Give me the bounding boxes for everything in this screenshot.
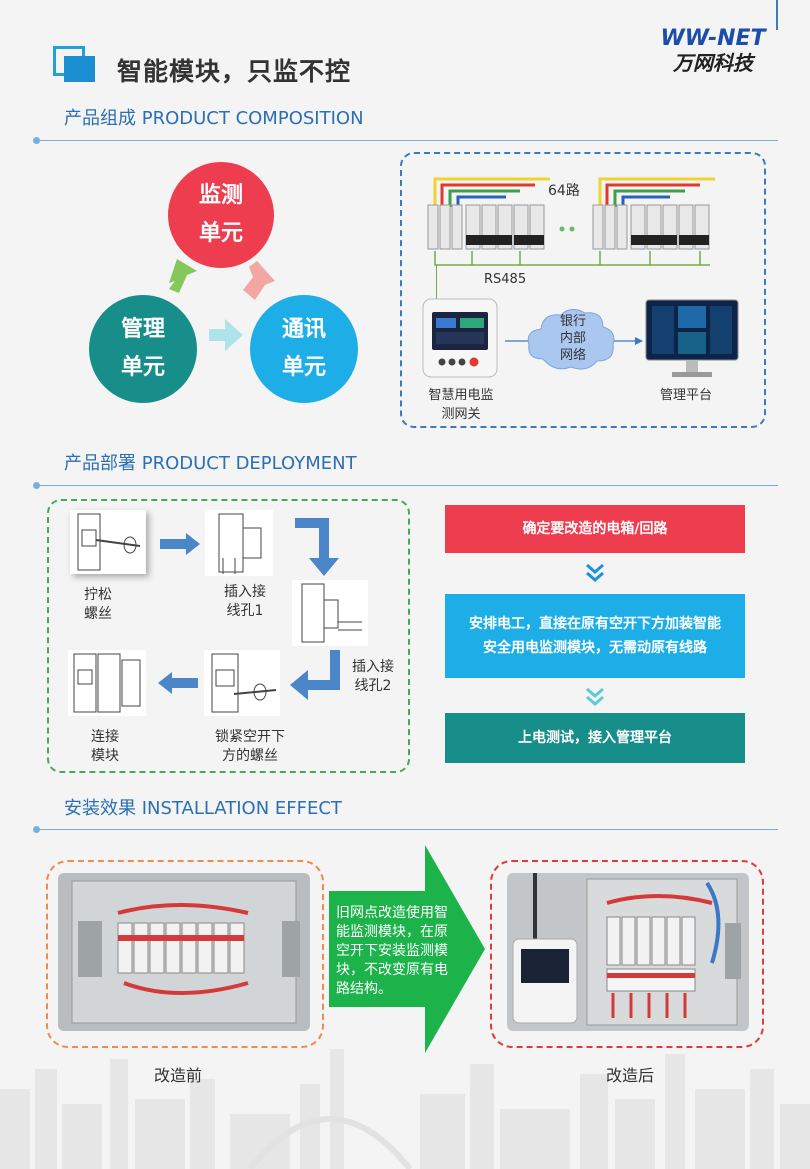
flow-step-2-line2: 安全用电监测模块，无需动原有线路 <box>483 640 707 656</box>
corner-line <box>776 0 778 30</box>
arrow-to-comm-icon <box>243 261 275 300</box>
manage-unit-line2: 单元 <box>120 355 165 380</box>
flow-step-1: 确定要改造的电箱/回路 <box>445 505 745 553</box>
step-tighten-line2: 方的螺丝 <box>222 748 278 764</box>
step-loosen-label: 拧松 螺丝 <box>84 586 112 624</box>
step-insert2-image <box>292 580 368 646</box>
step-insert2-label: 插入接 线孔2 <box>352 658 394 696</box>
arrow-text-line5: 路结构。 <box>336 981 392 997</box>
page-title: 智能模块，只监不控 <box>117 57 352 86</box>
comm-unit-line1: 通讯 <box>281 317 326 342</box>
step-insert2-line1: 插入接 <box>352 659 394 675</box>
before-photo <box>58 873 310 1031</box>
step-connect-line2: 模块 <box>91 748 119 764</box>
step-loosen-image <box>70 510 146 574</box>
arrow-corner-left-icon <box>290 650 340 700</box>
step-insert1-image <box>205 510 273 576</box>
monitor-unit-line1: 监测 <box>198 183 243 208</box>
cloud-label: 银行 内部 网络 <box>550 313 596 364</box>
chevron-down-icon <box>586 687 604 706</box>
section-rule-dot <box>33 826 40 833</box>
before-photo-frame <box>46 860 324 1048</box>
cycle-arrows <box>169 259 275 351</box>
arrow-text-line1: 旧网点改造使用智 <box>336 905 448 921</box>
flow-step-3: 上电测试，接入管理平台 <box>445 713 745 763</box>
manage-unit-line1: 管理 <box>120 317 165 342</box>
channels-label: 64路 <box>548 183 580 199</box>
step-tighten-line1: 锁紧空开下 <box>215 729 285 745</box>
step-insert2-line2: 线孔2 <box>354 678 392 694</box>
big-arrow-icon <box>329 845 485 1053</box>
arrow-text-line4: 块，不改变原有电 <box>336 962 448 978</box>
step-tighten-label: 锁紧空开下 方的螺丝 <box>215 728 285 766</box>
logo-bottom: 万网科技 <box>673 51 753 75</box>
gateway-label: 智慧用电监 测网关 <box>418 386 504 424</box>
arrow-to-manage-icon <box>209 319 243 351</box>
arrow-right-icon <box>160 533 200 555</box>
arrow-text: 旧网点改造使用智 能监测模块，在原 空开下安装监测模 块，不改变原有电 路结构。 <box>336 904 466 999</box>
cloud-label-line1: 银行 <box>559 314 586 329</box>
step-insert1-line1: 插入接 <box>224 584 266 600</box>
section-title-deployment: 产品部署 PRODUCT DEPLOYMENT <box>64 453 357 474</box>
flow-step-3-text: 上电测试，接入管理平台 <box>518 730 672 746</box>
arrow-text-line2: 能监测模块，在原 <box>336 924 448 940</box>
architecture-box <box>400 152 766 428</box>
network-cloud-icon <box>505 309 643 370</box>
section-title-composition: 产品组成 PRODUCT COMPOSITION <box>64 108 364 129</box>
flow-step-2: 安排电工，直接在原有空开下方加装智能 安全用电监测模块，无需动原有线路 <box>445 594 745 678</box>
skyline-background <box>0 1049 810 1169</box>
monitor-unit-line2: 单元 <box>198 221 243 246</box>
bus-line <box>436 265 437 299</box>
platform-label: 管理平台 <box>660 388 713 403</box>
step-connect-image <box>68 650 146 716</box>
monitor-unit-circle: 监测 单元 <box>168 162 274 268</box>
step-loosen-line1: 拧松 <box>84 587 112 603</box>
section-rule <box>38 485 778 486</box>
section-title-installation: 安装效果 INSTALLATION EFFECT <box>64 798 342 819</box>
arrow-to-monitor-icon <box>169 259 197 293</box>
section-rule-dot <box>33 137 40 144</box>
section-rule-dot <box>33 482 40 489</box>
cloud-label-line2: 内部 <box>559 331 586 346</box>
section-rule <box>38 140 778 141</box>
arrow-text-line3: 空开下安装监测模 <box>336 943 448 959</box>
step-tighten-image <box>204 650 280 716</box>
deployment-box <box>47 499 410 773</box>
arrow-left-icon <box>158 672 198 694</box>
before-label: 改造前 <box>154 1066 203 1085</box>
section-rule <box>38 829 778 830</box>
chevron-down-icon <box>586 563 604 582</box>
comm-unit-circle: 通讯 单元 <box>250 295 358 403</box>
manage-unit-circle: 管理 单元 <box>89 295 197 403</box>
step-connect-line1: 连接 <box>91 729 119 745</box>
comm-unit-line2: 单元 <box>281 355 326 380</box>
platform-monitor-icon <box>645 299 739 377</box>
cloud-label-line3: 网络 <box>559 348 586 363</box>
arrow-corner-down-icon <box>295 518 339 576</box>
breaker-rows <box>427 177 715 266</box>
after-photo-frame <box>490 860 764 1048</box>
gateway-label-line1: 智慧用电监 <box>428 388 494 403</box>
after-photo <box>507 873 749 1031</box>
logo: WW-NET 万网科技 <box>658 26 768 76</box>
logo-top: WW-NET <box>660 26 766 51</box>
step-insert1-label: 插入接 线孔1 <box>224 583 266 621</box>
flow-step-1-text: 确定要改造的电箱/回路 <box>522 521 668 537</box>
after-label: 改造后 <box>606 1066 655 1085</box>
step-loosen-line2: 螺丝 <box>84 606 112 622</box>
gateway-device-icon <box>422 298 498 378</box>
title-icon <box>53 46 95 82</box>
gateway-label-line2: 测网关 <box>441 407 481 422</box>
rs485-label: RS485 <box>484 272 527 287</box>
step-insert1-line2: 线孔1 <box>226 603 264 619</box>
step-connect-label: 连接 模块 <box>91 728 119 766</box>
flow-step-2-line1: 安排电工，直接在原有空开下方加装智能 <box>469 616 721 632</box>
